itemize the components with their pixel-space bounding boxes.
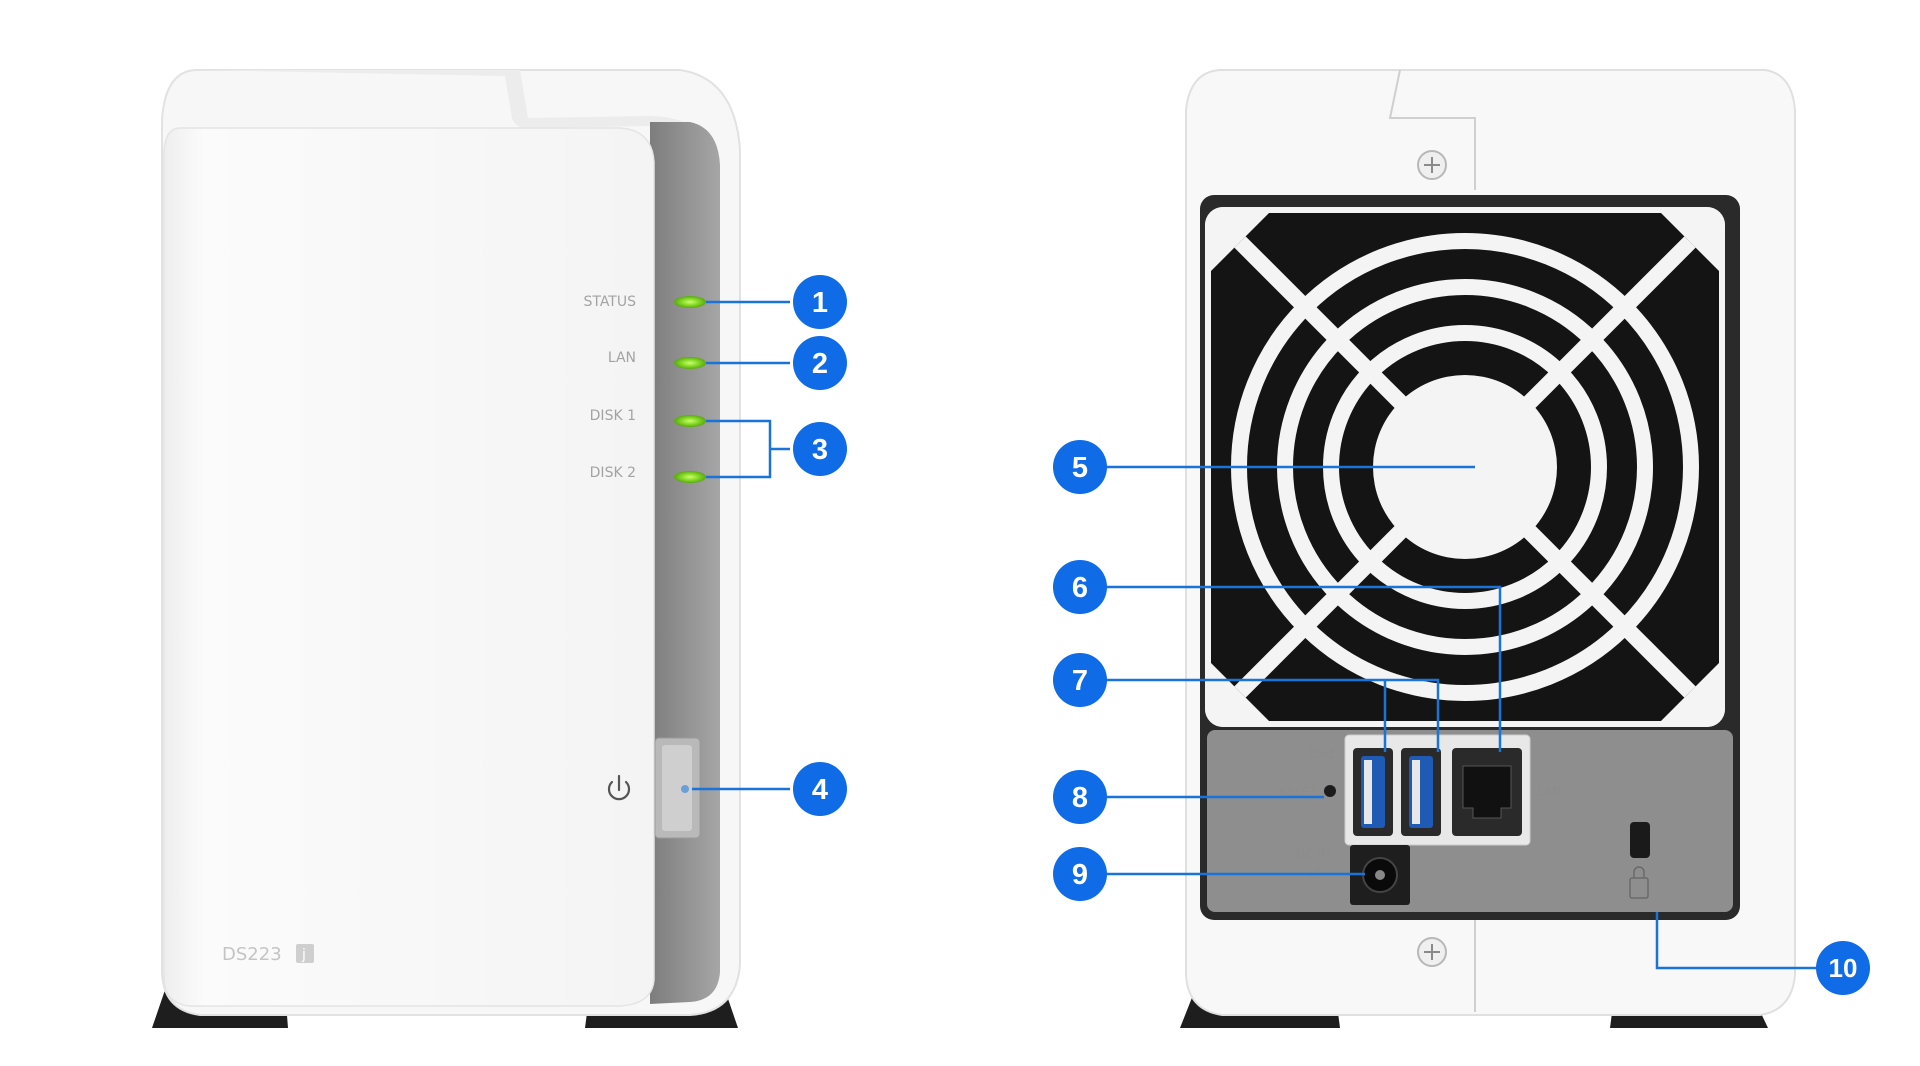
callout-10: 10 (1816, 941, 1870, 995)
top-screw-icon (1417, 150, 1447, 180)
reset-label: RESET (1279, 785, 1318, 799)
leader-10 (1655, 912, 1820, 970)
svg-text:10: 10 (1829, 953, 1858, 983)
callout-3: 3 (793, 422, 847, 476)
front-face-panel (163, 127, 655, 1007)
dc-in-label: DC IN (1296, 847, 1330, 861)
power-led (681, 785, 689, 793)
disk1-led (674, 415, 706, 427)
led-label-status: STATUS (583, 294, 636, 310)
disk2-led (674, 471, 706, 483)
callout-2: 2 (793, 336, 847, 390)
kensington-lock-icon (1629, 822, 1650, 899)
back-view: USB RESET LAN DC IN 12V (1180, 69, 1796, 1028)
led-label-disk1: DISK 1 (590, 408, 636, 424)
callout-9: 9 (1053, 847, 1107, 901)
model-badge-text: j (301, 947, 306, 963)
lan-port (1452, 748, 1522, 836)
usb-port-1 (1353, 748, 1393, 836)
svg-text:7: 7 (1072, 665, 1088, 697)
model-label: DS223 (222, 944, 282, 965)
leader-6 (1100, 585, 1502, 752)
bottom-screw-icon (1417, 937, 1447, 967)
lan-led (674, 357, 706, 369)
callout-5: 5 (1053, 440, 1107, 494)
callout-7: 7 (1053, 653, 1107, 707)
svg-text:4: 4 (812, 774, 828, 806)
led-label-lan: LAN (608, 350, 636, 366)
svg-text:2: 2 (812, 348, 828, 380)
callout-8: 8 (1053, 770, 1107, 824)
callout-4: 4 (793, 762, 847, 816)
reset-hole (1324, 785, 1336, 797)
svg-text:6: 6 (1072, 572, 1088, 604)
front-side-band (650, 122, 720, 1004)
status-led (674, 296, 706, 308)
svg-text:9: 9 (1072, 859, 1088, 891)
usb-port-2 (1401, 748, 1441, 836)
callout-badges: 1 2 3 4 5 6 7 8 (793, 275, 1870, 995)
svg-text:1: 1 (812, 287, 828, 319)
svg-text:5: 5 (1072, 452, 1088, 484)
front-view: STATUS LAN DISK 1 DISK 2 DS223 j (152, 69, 741, 1028)
leader-7 (1100, 678, 1440, 752)
dc-in-jack (1350, 845, 1410, 905)
power-icon (607, 774, 631, 801)
back-seam (1388, 69, 1476, 1012)
model-badge (296, 944, 314, 963)
lan-port-label: LAN (1537, 784, 1561, 798)
svg-text:3: 3 (812, 434, 828, 466)
power-button (662, 745, 692, 831)
svg-text:8: 8 (1072, 782, 1088, 814)
usb-port-label: USB (1309, 747, 1334, 761)
callout-6: 6 (1053, 560, 1107, 614)
led-label-disk2: DISK 2 (590, 465, 636, 481)
callout-1: 1 (793, 275, 847, 329)
leader-lines (692, 300, 1820, 970)
